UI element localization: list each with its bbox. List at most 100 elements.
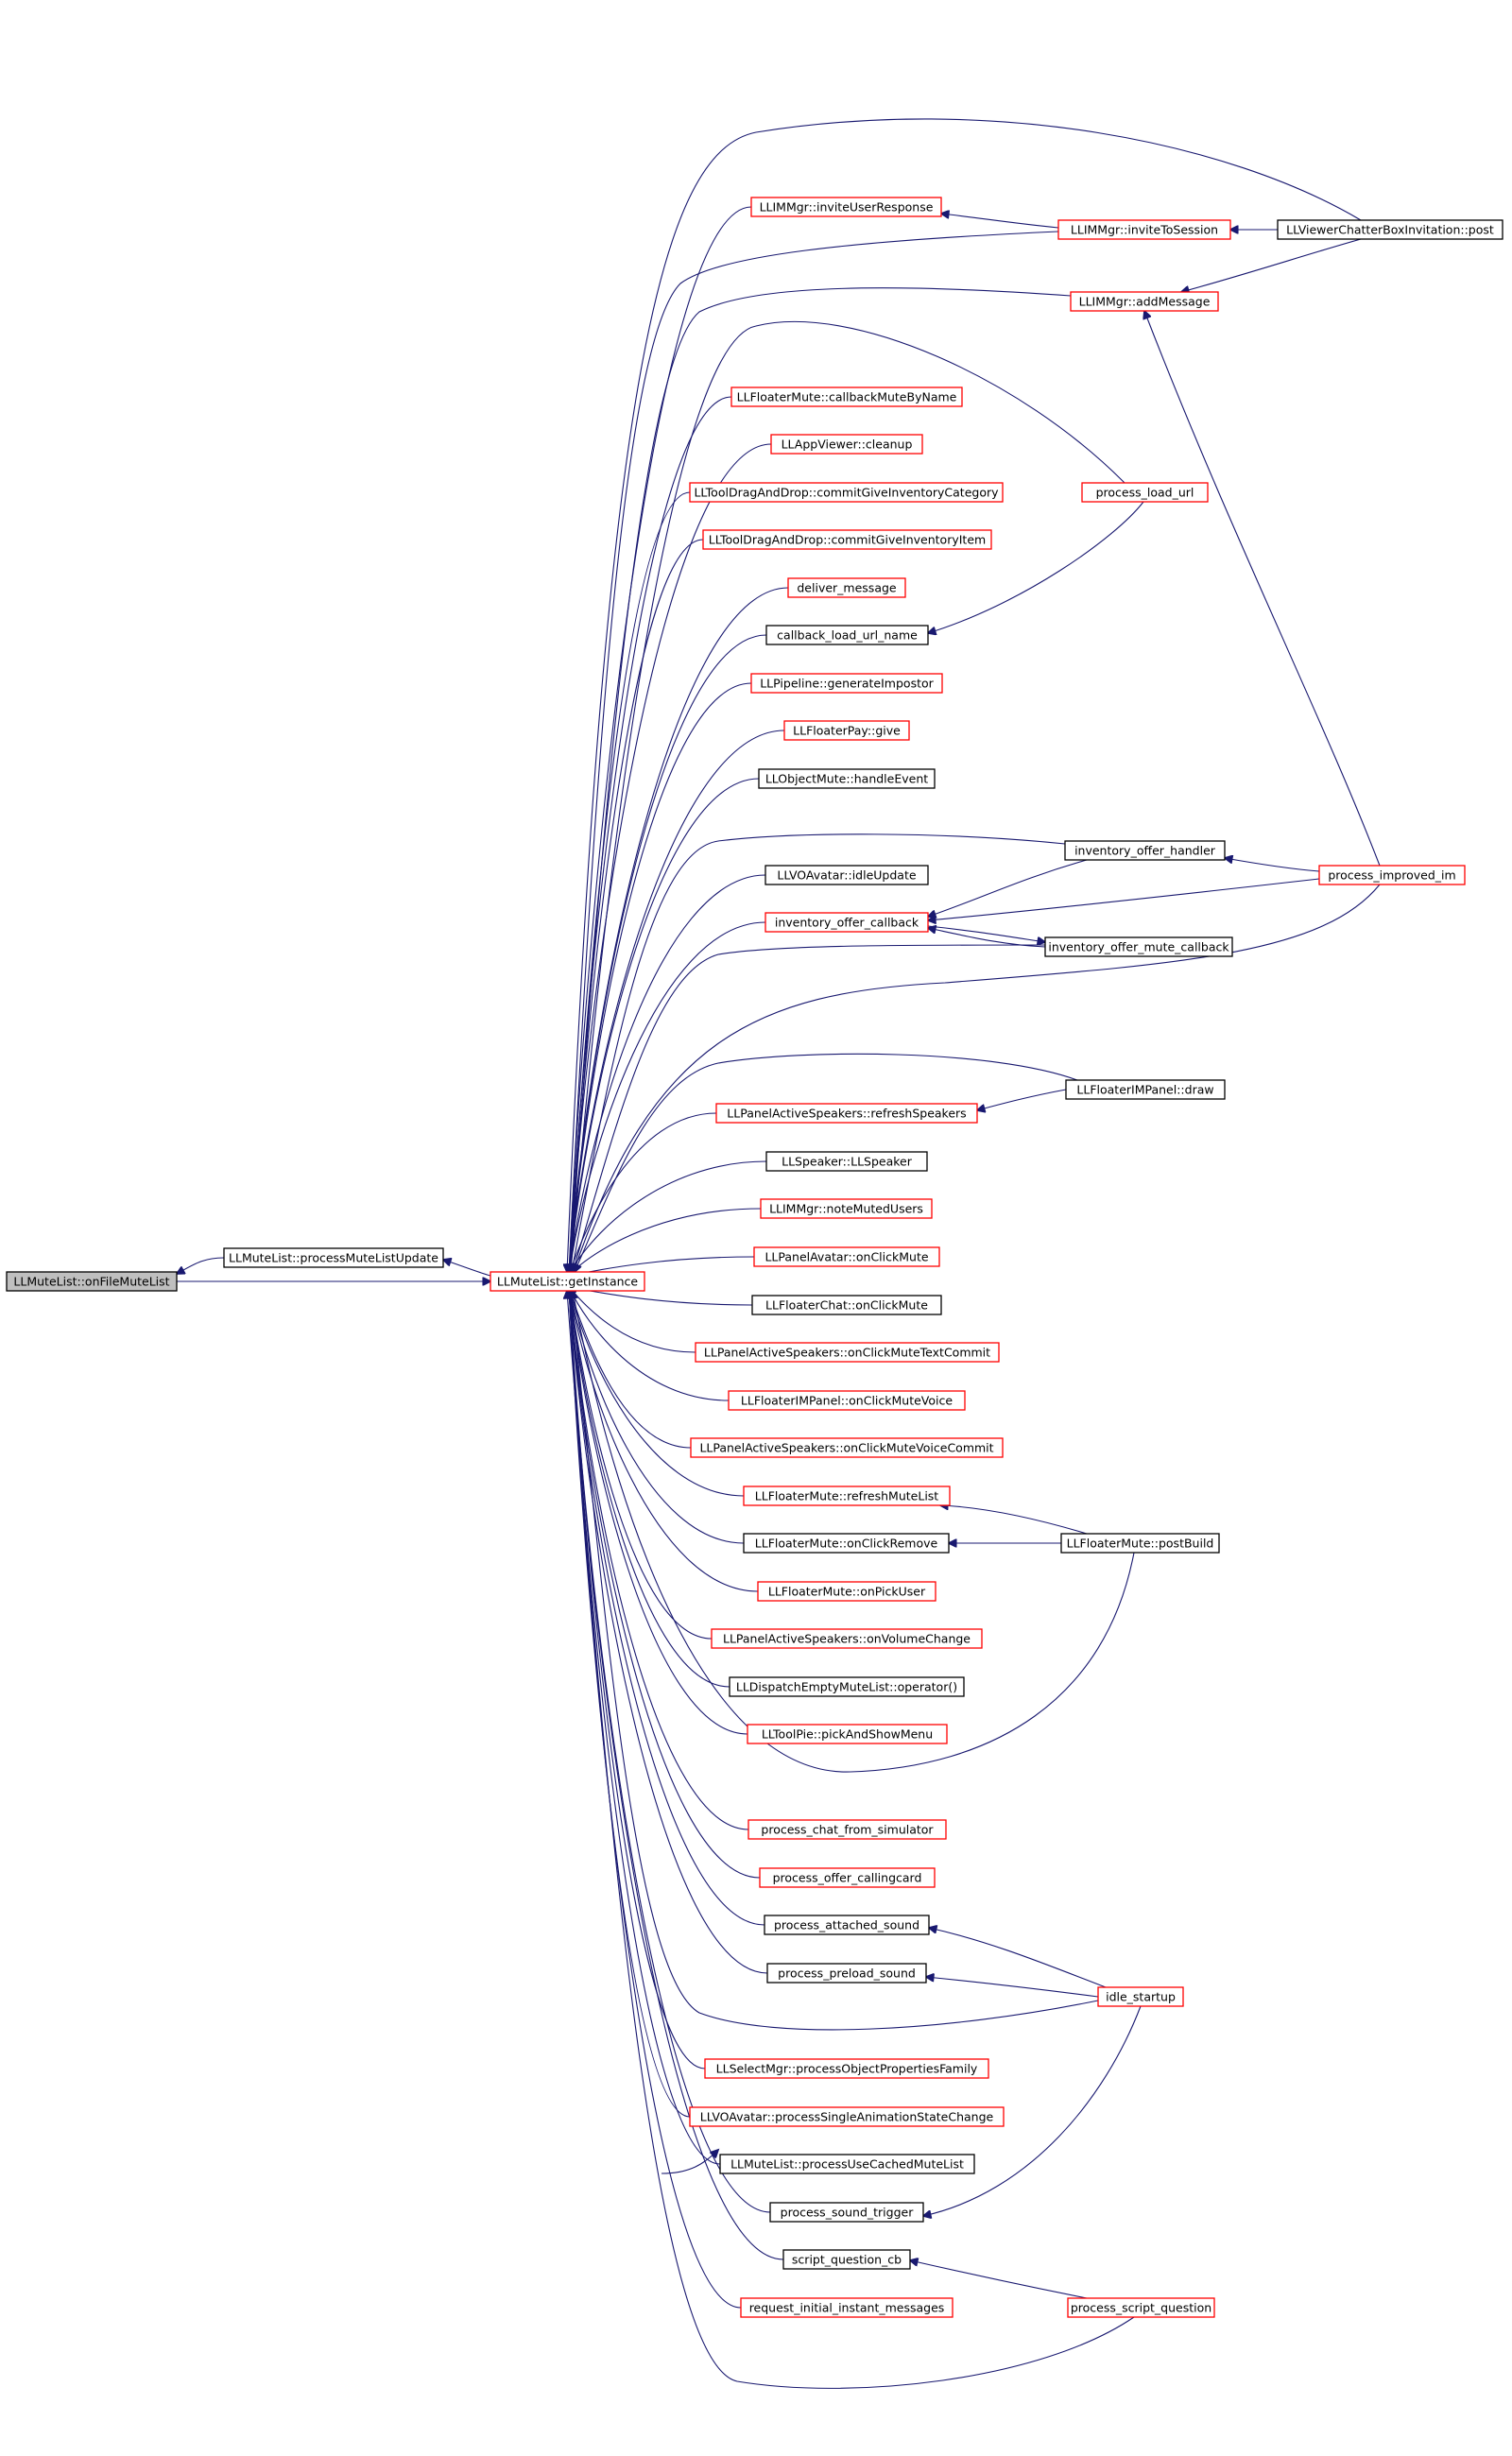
node-process_improved_im[interactable]: process_improved_im <box>1318 865 1466 885</box>
node-label: LLPanelActiveSpeakers::refreshSpeakers <box>727 1107 966 1121</box>
node-box <box>490 1271 645 1292</box>
node-inventory_offer_callback[interactable]: inventory_offer_callback <box>765 912 929 933</box>
node-box <box>1081 482 1209 503</box>
node-onClickMuteTextCommit[interactable]: LLPanelActiveSpeakers::onClickMuteTextCo… <box>695 1342 1000 1363</box>
edge-onClickRemove-to-getinstance <box>569 1287 745 1544</box>
node-box <box>223 1247 444 1268</box>
node-box <box>764 1915 930 1935</box>
node-processUseCachedMuteList[interactable]: LLMuteList::processUseCachedMuteList <box>719 2154 975 2174</box>
node-floaterPayGive[interactable]: LLFloaterPay::give <box>783 720 910 741</box>
edge-idleUpdate-to-getinstance <box>569 874 766 1276</box>
node-label: LLFloaterMute::refreshMuteList <box>755 1489 939 1503</box>
edge-local <box>1144 311 1381 867</box>
node-box <box>728 1390 966 1411</box>
node-callbackMuteByName[interactable]: LLFloaterMute::callbackMuteByName <box>730 386 963 407</box>
node-process_load_url[interactable]: process_load_url <box>1081 482 1209 503</box>
node-commitGiveInventoryCategory[interactable]: LLToolDragAndDrop::commitGiveInventoryCa… <box>689 482 1004 503</box>
node-refreshSpeakers[interactable]: LLPanelActiveSpeakers::refreshSpeakers <box>715 1103 978 1124</box>
edge-commitGiveInventoryCategory-to-getinstance <box>569 491 691 1276</box>
node-script_question_cb[interactable]: script_question_cb <box>782 2249 911 2270</box>
node-getInstance[interactable]: LLMuteList::getInstance <box>490 1271 645 1292</box>
node-box <box>747 1819 947 1840</box>
node-label: LLFloaterIMPanel::draw <box>1076 1083 1213 1097</box>
node-process_sound_trigger[interactable]: process_sound_trigger <box>769 2202 924 2223</box>
node-onClickMuteVoiceCommit[interactable]: LLPanelActiveSpeakers::onClickMuteVoiceC… <box>690 1437 1004 1458</box>
node-label: LLPipeline::generateImpostor <box>760 677 934 691</box>
node-dispatchEmptyMuteList[interactable]: LLDispatchEmptyMuteList::operator() <box>729 1676 965 1697</box>
edge-long-arc <box>573 944 1046 1272</box>
node-label: LLIMMgr::inviteToSession <box>1071 223 1218 237</box>
node-inviteUserResponse[interactable]: LLIMMgr::inviteUserResponse <box>750 197 942 217</box>
node-box <box>689 2106 1005 2127</box>
node-deliver_message[interactable]: deliver_message <box>787 577 906 598</box>
node-refreshMuteList[interactable]: LLFloaterMute::refreshMuteList <box>743 1486 951 1506</box>
node-pickAndShowMenu[interactable]: LLToolPie::pickAndShowMenu <box>747 1724 948 1744</box>
node-label: LLObjectMute::handleEvent <box>765 772 928 786</box>
node-objectMuteHandleEvent[interactable]: LLObjectMute::handleEvent <box>758 768 936 789</box>
node-onPickUser[interactable]: LLFloaterMute::onPickUser <box>757 1581 936 1602</box>
node-generateImpostor[interactable]: LLPipeline::generateImpostor <box>750 673 943 694</box>
node-chatterBoxPost[interactable]: LLViewerChatterBoxInvitation::post <box>1277 219 1503 240</box>
edge-long-arc <box>575 1053 1078 1272</box>
node-label: LLIMMgr::addMessage <box>1079 295 1211 309</box>
node-commitGiveInventoryItem[interactable]: LLToolDragAndDrop::commitGiveInventoryIt… <box>702 529 992 550</box>
node-box <box>750 197 942 217</box>
node-process_offer_callingcard[interactable]: process_offer_callingcard <box>759 1867 936 1888</box>
edge-onClickMuteVoiceCommit-to-getinstance <box>569 1287 692 1449</box>
node-box <box>765 865 929 885</box>
edge-floaterPayGive-to-getinstance <box>569 730 785 1276</box>
node-label: inventory_offer_mute_callback <box>1048 940 1229 954</box>
node-label: process_improved_im <box>1328 868 1455 883</box>
node-inviteToSession[interactable]: LLIMMgr::inviteToSession <box>1057 219 1231 240</box>
edge-onVolumeChange-to-getinstance <box>569 1287 713 1640</box>
node-inventory_offer_handler[interactable]: inventory_offer_handler <box>1064 840 1226 861</box>
node-onClickRemove[interactable]: LLFloaterMute::onClickRemove <box>743 1533 950 1554</box>
node-llSpeaker[interactable]: LLSpeaker::LLSpeaker <box>765 1151 928 1172</box>
node-label: LLSpeaker::LLSpeaker <box>782 1155 913 1169</box>
node-process_attached_sound[interactable]: process_attached_sound <box>764 1915 930 1935</box>
node-process_script_question[interactable]: process_script_question <box>1067 2297 1215 2318</box>
node-box <box>757 1581 936 1602</box>
node-label: LLPanelActiveSpeakers::onClickMuteVoiceC… <box>699 1441 993 1455</box>
edge-local <box>443 1260 491 1277</box>
node-idleUpdate[interactable]: LLVOAvatar::idleUpdate <box>765 865 929 885</box>
node-box <box>690 1437 1004 1458</box>
node-box <box>1057 219 1231 240</box>
node-inventory_offer_mute_callback[interactable]: inventory_offer_mute_callback <box>1044 936 1233 957</box>
edge-onPickUser-to-getinstance <box>569 1287 759 1592</box>
node-processMuteListUpdate[interactable]: LLMuteList::processMuteListUpdate <box>223 1247 444 1268</box>
node-cleanup[interactable]: LLAppViewer::cleanup <box>770 434 923 455</box>
node-process_chat_from_simulator[interactable]: process_chat_from_simulator <box>747 1819 947 1840</box>
node-processSingleAnimationStateChange[interactable]: LLVOAvatar::processSingleAnimationStateC… <box>689 2106 1005 2127</box>
node-onVolumeChange[interactable]: LLPanelActiveSpeakers::onVolumeChange <box>711 1628 983 1649</box>
edge-local <box>177 1257 225 1274</box>
edge-refreshSpeakers-to-getinstance <box>569 1112 717 1276</box>
node-box <box>783 720 910 741</box>
node-floaterChatOnClickMute[interactable]: LLFloaterChat::onClickMute <box>751 1295 942 1315</box>
node-onFileMuteList[interactable]: LLMuteList::onFileMuteList <box>6 1271 178 1292</box>
edge-llSpeaker-to-getinstance <box>569 1160 767 1276</box>
node-label: LLFloaterMute::onPickUser <box>768 1585 926 1599</box>
edge-inventory_offer_callback-to-getinstance <box>569 921 766 1276</box>
edge-local <box>977 1089 1067 1110</box>
node-onClickMuteVoice[interactable]: LLFloaterIMPanel::onClickMuteVoice <box>728 1390 966 1411</box>
node-imPanelDraw[interactable]: LLFloaterIMPanel::draw <box>1065 1079 1226 1100</box>
node-box <box>702 529 992 550</box>
node-noteMutedUsers[interactable]: LLIMMgr::noteMutedUsers <box>760 1198 933 1219</box>
node-box <box>1064 840 1226 861</box>
node-label: process_sound_trigger <box>781 2206 915 2220</box>
edge-local <box>910 2260 1088 2299</box>
node-process_preload_sound[interactable]: process_preload_sound <box>766 1963 927 1984</box>
node-request_initial_instant_messages[interactable]: request_initial_instant_messages <box>740 2297 954 2318</box>
node-floaterMutePostBuild[interactable]: LLFloaterMute::postBuild <box>1060 1533 1220 1554</box>
edge-layer <box>177 118 1381 2389</box>
node-processObjectPropertiesFamily[interactable]: LLSelectMgr::processObjectPropertiesFami… <box>704 2058 989 2079</box>
node-box <box>719 2154 975 2174</box>
node-addMessage[interactable]: LLIMMgr::addMessage <box>1070 291 1219 312</box>
edge-callbackMuteByName-to-getinstance <box>569 396 732 1276</box>
node-idle_startup[interactable]: idle_startup <box>1097 1986 1184 2007</box>
node-panelAvatarOnClickMute[interactable]: LLPanelAvatar::onClickMute <box>753 1246 940 1267</box>
node-label: callback_load_url_name <box>777 628 918 643</box>
node-callback_load_url_name[interactable]: callback_load_url_name <box>765 625 929 645</box>
